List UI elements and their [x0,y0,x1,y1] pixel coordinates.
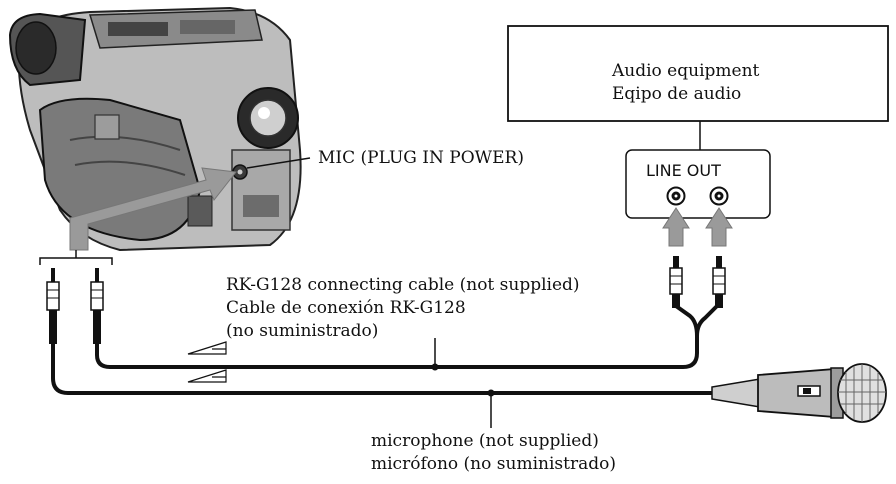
audio-equipment-label-en: Audio equipment [612,61,760,81]
plug-in-arrow-icon [705,207,733,247]
mini-plug-icon [90,268,104,344]
connecting-cable-label-es: Cable de conexión RK-G128 [226,298,466,318]
signal-direction-arrow-icon [187,341,227,355]
line-out-panel [625,149,771,219]
audio-equipment-box [507,25,889,122]
microphone-cable-line [51,344,712,395]
connecting-cable-line [95,303,720,369]
mini-plug-icon [46,268,60,344]
connecting-cable-label-en: RK-G128 connecting cable (not supplied) [226,275,580,295]
rca-jack-icon [709,186,729,206]
signal-direction-arrow-icon [187,369,227,383]
microphone-icon [711,363,887,423]
rca-jack-icon [666,186,686,206]
camcorder-icon [8,6,302,252]
line-out-label: LINE OUT [646,161,721,180]
plug-group-brace [39,250,113,265]
connecting-cable-label-es-note: (no suministrado) [226,321,379,341]
plug-in-arrow-icon [69,167,237,251]
rca-plug-icon [712,256,726,308]
mic-jack-label: MIC (PLUG IN POWER) [318,148,524,168]
audio-equipment-label-es: Eqipo de audio [612,84,742,104]
microphone-label-en: microphone (not supplied) [371,431,599,451]
microphone-label-es: micrófono (no suministrado) [371,454,616,474]
plug-in-arrow-icon [662,207,690,247]
rca-plug-icon [669,256,683,308]
